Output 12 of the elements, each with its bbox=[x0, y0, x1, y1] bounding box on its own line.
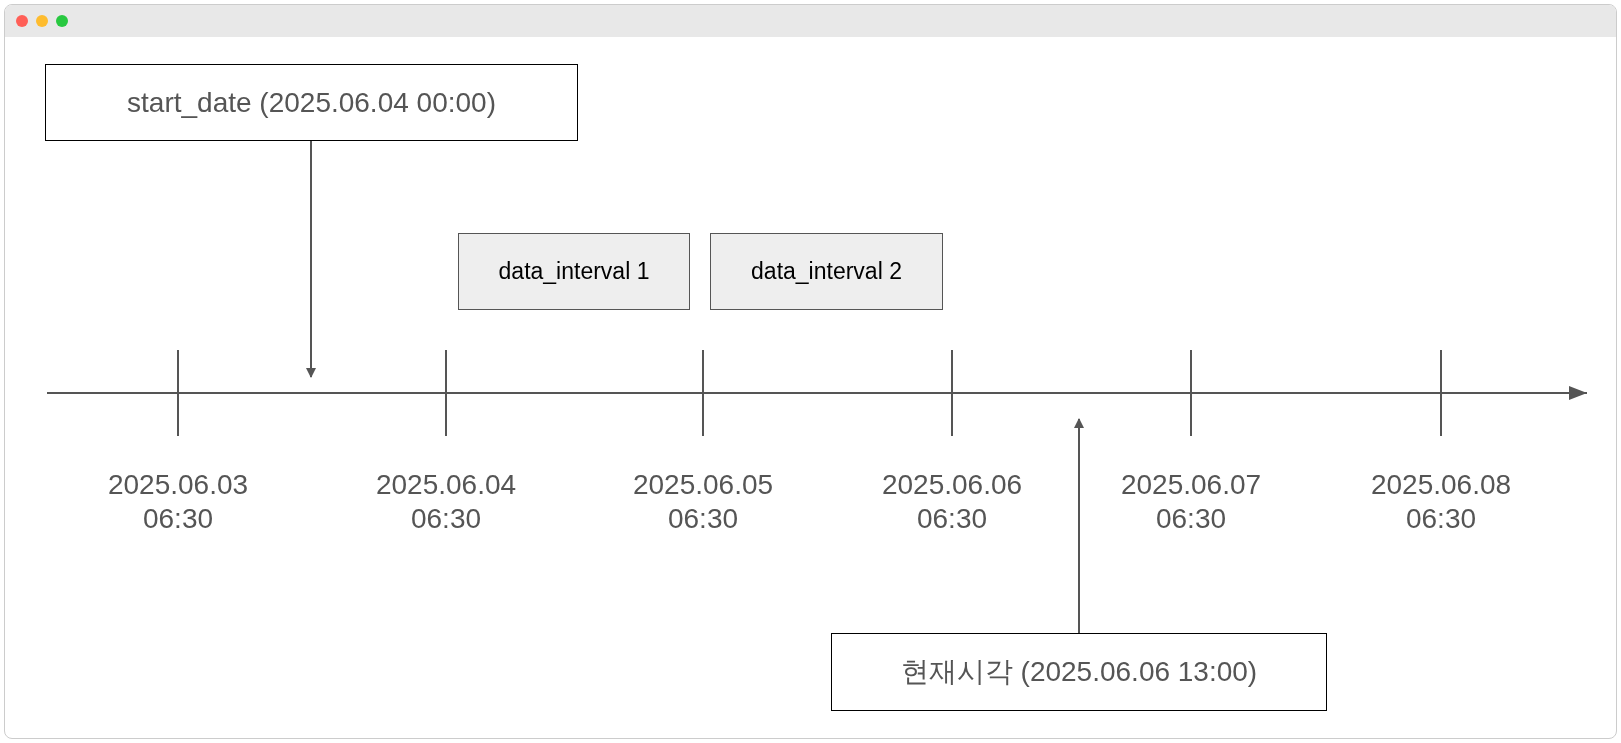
tick-label: 2025.06.03 06:30 bbox=[106, 468, 250, 536]
interval-box: data_interval 1 bbox=[458, 233, 690, 310]
tick-label: 2025.06.04 06:30 bbox=[374, 468, 518, 536]
annotation-box: 현재시각 (2025.06.06 13:00) bbox=[831, 633, 1327, 711]
tick-label: 2025.06.07 06:30 bbox=[1119, 468, 1263, 536]
tick-label: 2025.06.08 06:30 bbox=[1369, 468, 1513, 536]
arrow bbox=[1074, 418, 1084, 634]
annotation-box: start_date (2025.06.04 00:00) bbox=[45, 64, 578, 141]
tick-label: 2025.06.05 06:30 bbox=[631, 468, 775, 536]
interval-box: data_interval 2 bbox=[710, 233, 943, 310]
tick-label: 2025.06.06 06:30 bbox=[880, 468, 1024, 536]
arrow bbox=[306, 140, 316, 378]
